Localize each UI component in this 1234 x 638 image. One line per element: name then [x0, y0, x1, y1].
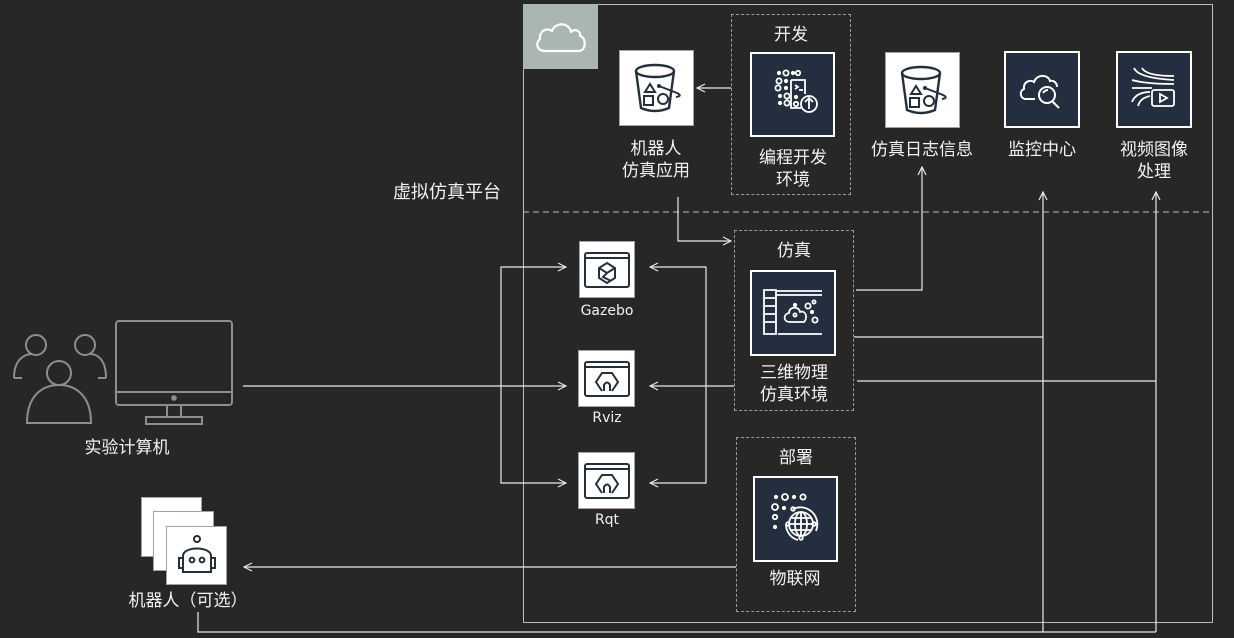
iot-label: 物联网: [769, 569, 821, 589]
robot-card-front: [166, 526, 227, 585]
group-deploy: 部署: [736, 437, 856, 612]
robot-app-label-line2: 仿真应用: [622, 161, 690, 181]
video-label-line1: 视频图像: [1120, 140, 1188, 160]
group-dev-title: 开发: [774, 25, 808, 45]
rviz-node[interactable]: [578, 350, 635, 407]
robot-app-label: 机器人 仿真应用: [606, 138, 706, 182]
simulation-cloud-icon: [763, 289, 822, 335]
globe-network-icon: [770, 493, 818, 541]
physics-env-label: 三维物理 仿真环境: [744, 362, 844, 406]
rqt-node[interactable]: [578, 452, 635, 509]
cloud-search-icon: [1019, 74, 1060, 109]
dev-env-label: 编程开发 环境: [741, 147, 845, 191]
video-label: 视频图像 处理: [1104, 139, 1204, 183]
ros-window-icon: [583, 462, 630, 499]
monitor-label: 监控中心: [1008, 140, 1076, 160]
dev-env-label-line1: 编程开发: [759, 148, 827, 168]
users-monitor-icon: [13, 320, 233, 425]
group-deploy-title: 部署: [779, 448, 813, 468]
physics-env-label-line1: 三维物理: [760, 363, 828, 383]
cloud-badge: [523, 4, 598, 69]
group-sim-title: 仿真: [777, 241, 811, 261]
physics-env-label-line2: 仿真环境: [760, 385, 828, 405]
rqt-label: Rqt: [594, 512, 620, 528]
platform-label: 虚拟仿真平台: [393, 182, 501, 203]
video-stream-icon: [1131, 66, 1175, 107]
rviz-label: Rviz: [592, 410, 622, 426]
gazebo-label: Gazebo: [580, 303, 634, 319]
robot-app-node[interactable]: [619, 50, 694, 126]
video-node[interactable]: [1116, 51, 1192, 128]
iot-node[interactable]: [753, 476, 838, 562]
video-label-line2: 处理: [1137, 162, 1171, 182]
lab-computer-label: 实验计算机: [84, 438, 170, 458]
cube-window-icon: [584, 251, 630, 288]
ros-window-icon: [583, 360, 630, 397]
robot-node[interactable]: [141, 497, 227, 587]
group-sim: 仿真: [734, 230, 854, 411]
bucket-icon: [634, 63, 681, 113]
dev-env-node[interactable]: [750, 52, 835, 137]
lab-computer-node[interactable]: [12, 318, 237, 428]
code-upload-icon: [773, 69, 818, 113]
gazebo-node[interactable]: [579, 241, 635, 298]
group-dev: 开发: [731, 14, 851, 195]
robot-app-label-line1: 机器人: [630, 139, 682, 159]
robot-icon: [177, 534, 216, 573]
sim-log-node[interactable]: [885, 52, 960, 128]
monitor-node[interactable]: [1004, 51, 1080, 128]
bucket-icon: [900, 65, 947, 115]
robot-label: 机器人（可选）: [128, 591, 248, 611]
cloud-icon: [535, 22, 586, 52]
sim-log-label: 仿真日志信息: [871, 140, 973, 160]
dev-env-label-line2: 环境: [776, 170, 810, 190]
physics-env-node[interactable]: [750, 270, 836, 356]
